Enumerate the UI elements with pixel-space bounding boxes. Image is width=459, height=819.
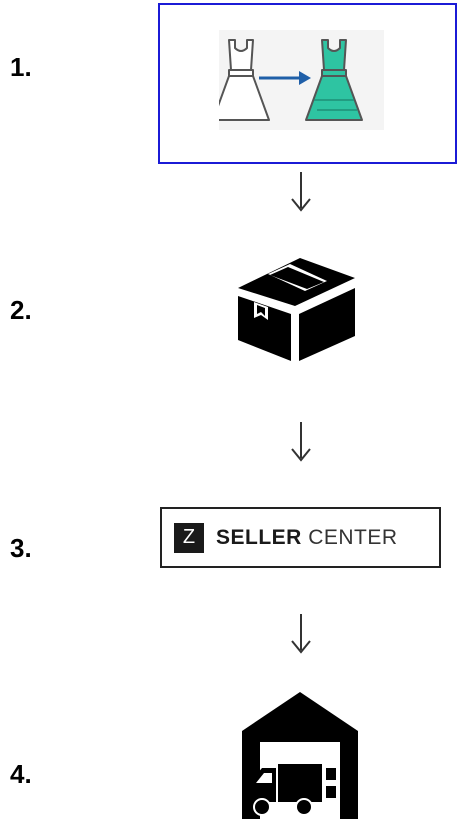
- center-word: CENTER: [308, 525, 398, 549]
- seller-center-logo: Z SELLER CENTER: [160, 507, 441, 568]
- dress-image-panel: [212, 30, 384, 130]
- right-arrow-icon: [259, 71, 311, 85]
- down-arrow-icon: [291, 614, 311, 654]
- step-number-2: 2.: [10, 295, 32, 325]
- z-logo-icon: Z: [174, 522, 204, 553]
- selected-image-frame[interactable]: [158, 3, 457, 164]
- white-dress-icon: [212, 39, 270, 121]
- package-box-icon: [238, 258, 355, 361]
- seller-word: SELLER: [216, 525, 302, 549]
- step-number-4: 4.: [10, 759, 32, 789]
- warehouse-truck-icon: [242, 692, 358, 819]
- step-number-3: 3.: [10, 533, 32, 563]
- step-number-1: 1.: [10, 52, 32, 82]
- down-arrow-icon: [291, 172, 311, 212]
- down-arrow-icon: [291, 422, 311, 462]
- seller-center-wordmark: SELLER CENTER: [216, 526, 398, 550]
- teal-dress-icon: [305, 39, 363, 121]
- dress-color-change-icon: [212, 39, 363, 121]
